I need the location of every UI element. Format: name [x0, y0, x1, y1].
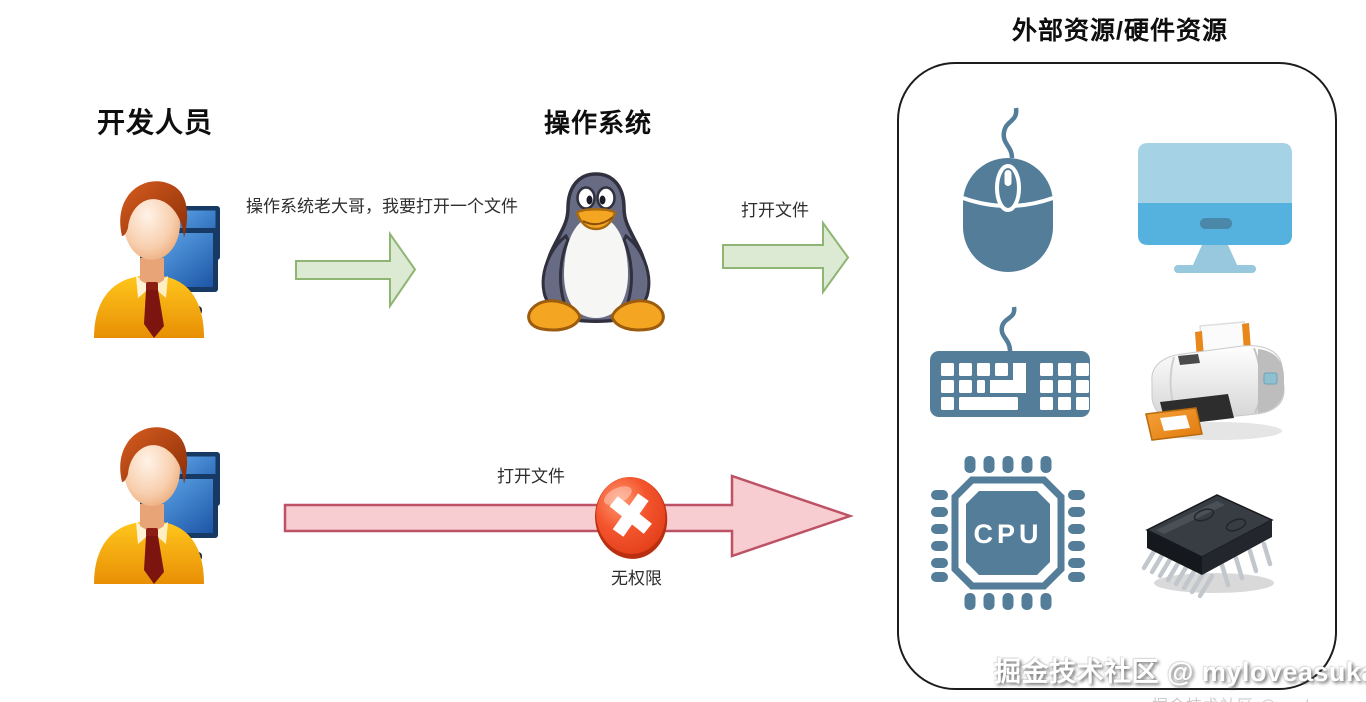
printer-icon	[1145, 321, 1285, 441]
person-figure	[94, 181, 204, 338]
open-file-label-bottom: 打开文件	[497, 467, 565, 486]
keyboard-icon	[930, 306, 1090, 417]
watermark-text-faint: 掘金技术社区 @ myloveasuka	[1152, 692, 1366, 702]
developer-section-title: 开发人员	[97, 107, 214, 138]
error-cross-icon	[595, 477, 668, 559]
green-arrow-icon	[295, 230, 417, 310]
green-arrow-icon	[722, 219, 850, 296]
red-arrow-icon	[283, 474, 854, 558]
cpu-label: CPU	[973, 519, 1042, 549]
cpu-icon: CPU	[931, 456, 1085, 610]
monitor-icon	[1138, 143, 1292, 273]
request-message-label: 操作系统老大哥，我要打开一个文件	[246, 197, 518, 216]
memory-chip-icon	[1141, 494, 1274, 599]
person-figure	[94, 427, 204, 584]
hardware-section-title: 外部资源/硬件资源	[1012, 17, 1228, 45]
watermark-text: 掘金技术社区 @ myloveasuka	[994, 657, 1366, 687]
no-permission-label: 无权限	[611, 569, 662, 588]
linux-tux-icon	[527, 172, 665, 332]
developer-icon	[94, 427, 220, 584]
developer-icon	[94, 181, 220, 338]
open-file-label-top: 打开文件	[741, 201, 809, 220]
os-section-title: 操作系统	[544, 108, 653, 138]
mouse-icon	[962, 107, 1054, 272]
